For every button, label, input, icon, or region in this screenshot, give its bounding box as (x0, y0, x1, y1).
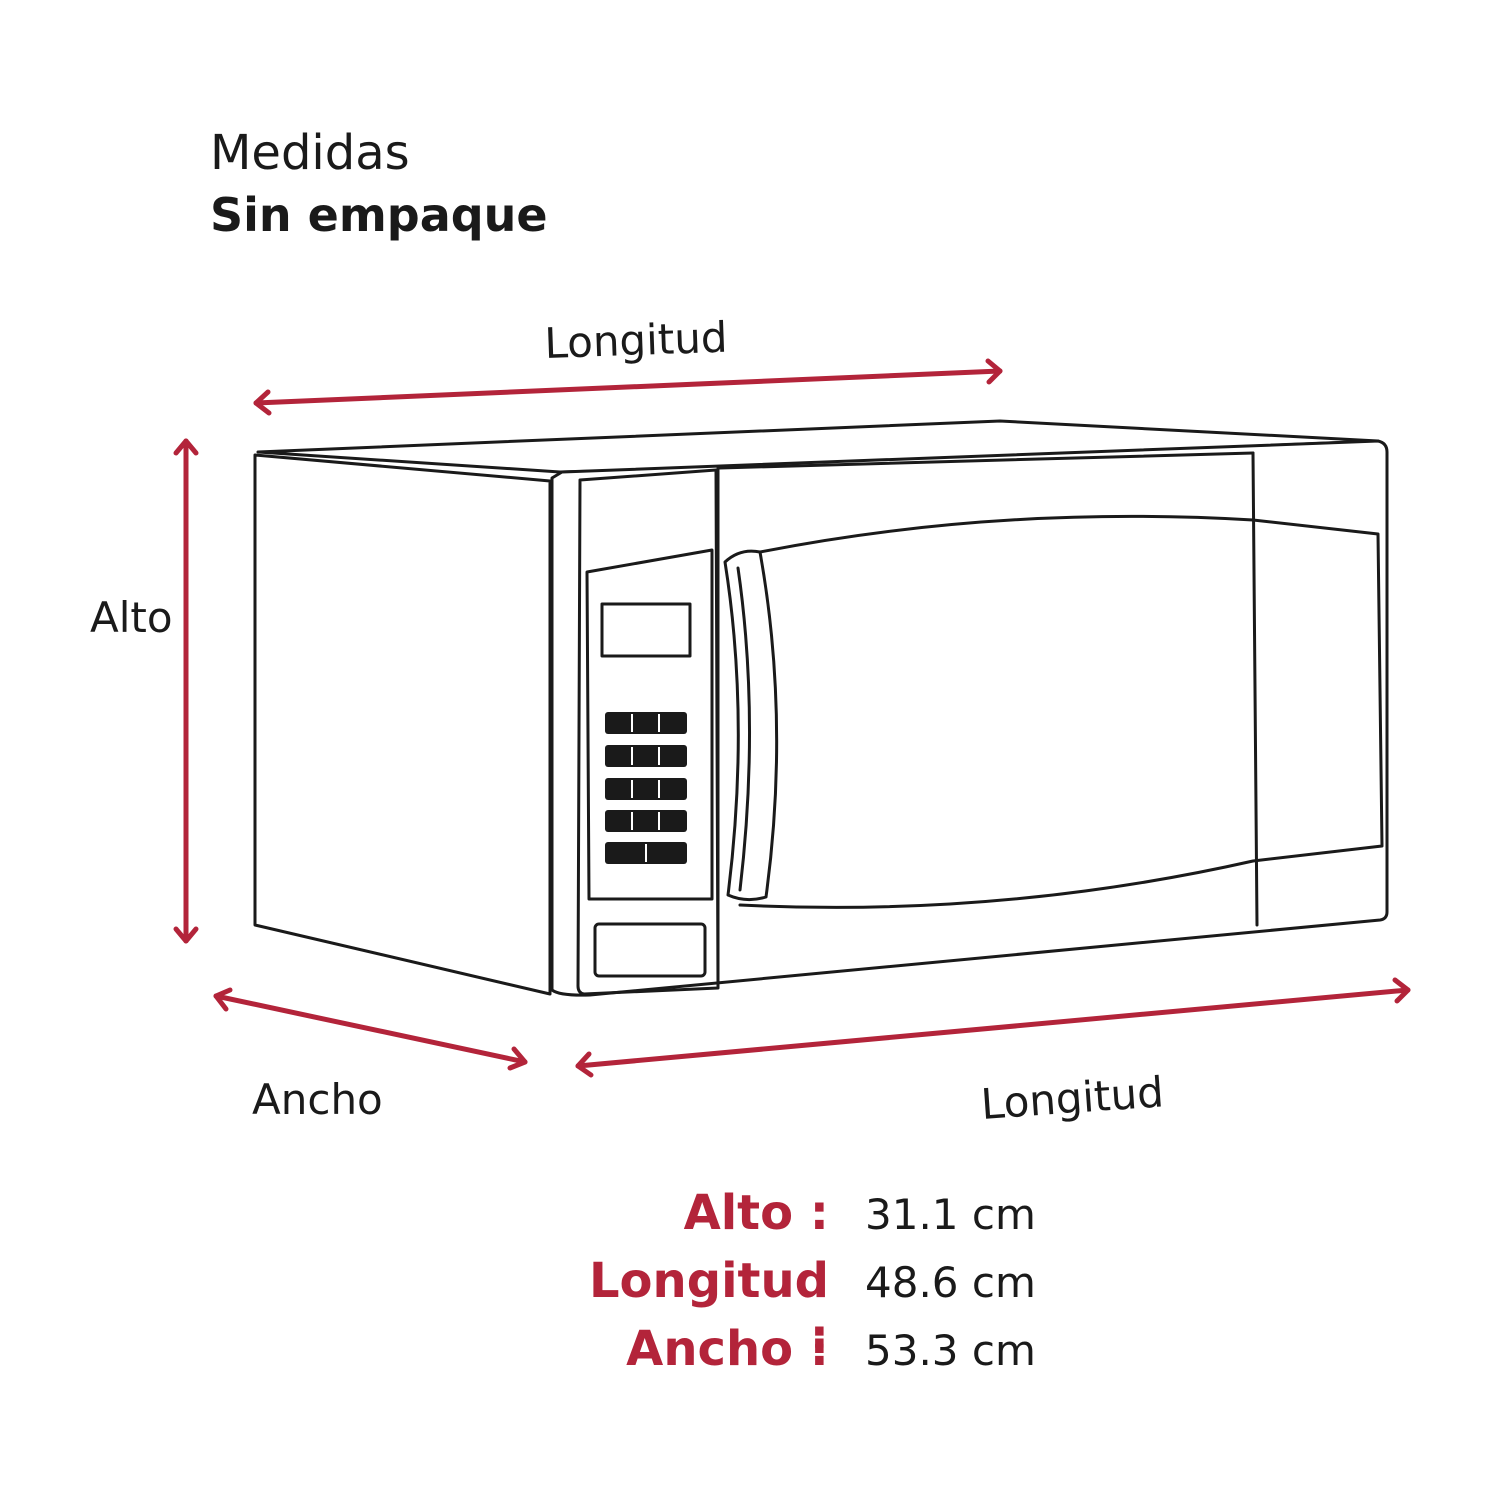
door-handle-inner (736, 566, 751, 892)
spec-label-length: Longitud : (588, 1253, 829, 1365)
arrow-length-top (253, 358, 1003, 416)
door-window (738, 514, 1384, 909)
label-length-top: Longitud (544, 313, 729, 368)
spec-row-width: Ancho : 53.3 cm (560, 1321, 1120, 1389)
specs-table: Alto : 31.1 cm Longitud : 48.6 cm Ancho … (560, 1185, 1120, 1389)
keypad-row-2 (605, 745, 687, 767)
door-seam (1251, 451, 1259, 927)
label-height: Alto (90, 593, 173, 642)
door-release-button (593, 922, 707, 978)
header-subtitle: Sin empaque (210, 188, 548, 242)
dimension-labels: Longitud Alto Ancho Longitud (90, 313, 1165, 1129)
microwave-illustration (253, 419, 1389, 997)
arrow-length-bottom (575, 977, 1411, 1078)
label-length-bottom: Longitud (979, 1067, 1165, 1129)
control-panel-frame (576, 468, 720, 996)
keypad-row-4 (605, 810, 687, 832)
spec-value-length: 48.6 cm (865, 1258, 1036, 1307)
spec-row-height: Alto : 31.1 cm (560, 1185, 1120, 1253)
arrow-width (213, 987, 528, 1071)
spec-value-height: 31.1 cm (865, 1190, 1036, 1239)
side-panel (253, 453, 552, 996)
keypad-row-1 (605, 712, 687, 734)
control-panel-inner (585, 548, 714, 901)
spec-value-width: 53.3 cm (865, 1326, 1036, 1375)
keypad-row-3 (605, 778, 687, 800)
dimension-arrows (173, 358, 1411, 1078)
header-title: Medidas (210, 125, 410, 181)
spec-label-width: Ancho : (626, 1321, 829, 1377)
label-width: Ancho (252, 1075, 383, 1124)
spec-label-height: Alto : (683, 1185, 829, 1241)
arrow-height (173, 438, 199, 944)
door-top-band (718, 451, 1255, 470)
keypad-dividers (631, 714, 660, 862)
display-screen (600, 602, 692, 658)
spec-row-length: Longitud : 48.6 cm (560, 1253, 1120, 1365)
header: Medidas Sin empaque (210, 122, 548, 246)
